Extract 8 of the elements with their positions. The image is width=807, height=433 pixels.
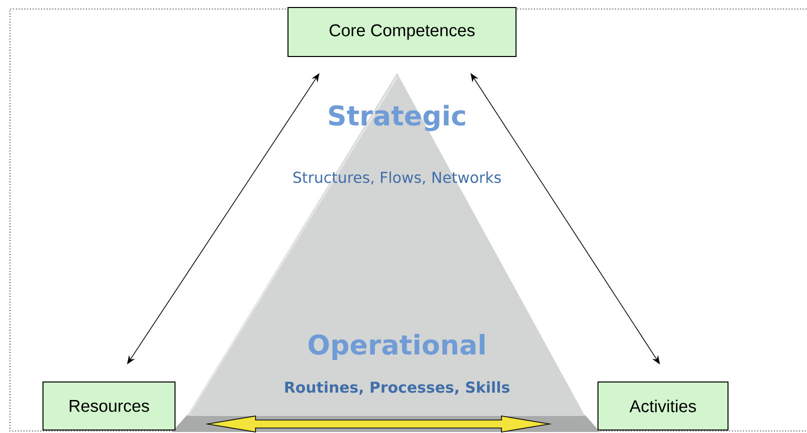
- heading: Strategic: [329, 104, 466, 132]
- subheading: Structures, Flows, Networks: [293, 171, 501, 185]
- box: Core Competences: [288, 7, 516, 57]
- subheading: Routines, Processes, Skills: [285, 381, 510, 395]
- box: Resources: [42, 382, 176, 430]
- box: Activities: [598, 382, 728, 430]
- heading: Operational: [308, 334, 485, 360]
- pyramid: [172, 73, 600, 432]
